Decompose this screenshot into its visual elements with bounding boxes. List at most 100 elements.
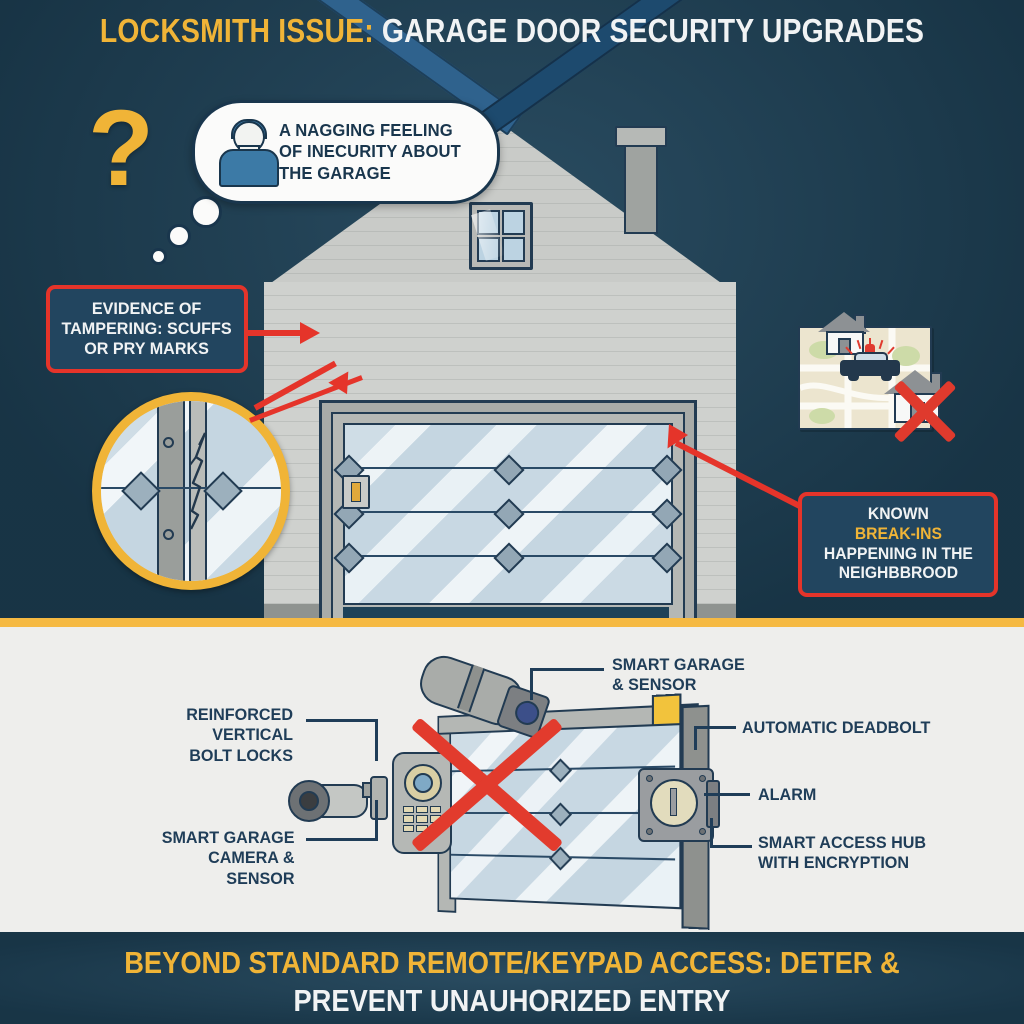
chimney [624,134,658,234]
label-line-1: ALARM [758,785,817,804]
footer-line-1: BEYOND STANDARD REMOTE/KEYPAD ACCESS: DE… [124,945,900,980]
label-automatic-deadbolt: AUTOMATIC DEADBOLT [742,718,930,738]
garage-door-base-shadow [343,607,669,621]
deadbolt-screw [646,828,653,835]
leader-elbow-sensor [530,668,533,700]
automatic-deadbolt-lock [638,768,720,842]
thought-bubble-dot [190,196,222,228]
label-line-2: CAMERA & SENSOR [208,848,295,888]
remote-key[interactable] [403,824,415,832]
callout-left-arrow-head [300,322,320,344]
house-illustration [247,0,753,626]
deadbolt-screw [699,775,706,782]
security-camera-icon [288,776,388,830]
garage-door-frame [319,400,697,624]
page-title-main: GARAGE DOOR SECURITY UPGRADES [381,12,925,49]
remote-key[interactable] [403,815,415,823]
speech-line-3: THE GARAGE [279,162,391,183]
label-line-1: SMART GARAGE [612,655,745,674]
door-sensor-tag [651,693,682,727]
label-line-1: SMART GARAGE [161,828,295,847]
siren-ray [869,338,871,347]
door-hardware-diamond [493,498,525,530]
magnifier-bolt-hole [163,437,174,448]
callout-right-text: KNOWN BREAK-INS HAPPENING IN THE NEIGHBB… [824,505,973,584]
remote-key[interactable] [416,815,428,823]
callout-left-line-1: EVIDENCE OF [92,298,202,318]
attic-window [469,202,533,270]
remote-key[interactable] [416,806,428,814]
door-hardware-diamond [493,454,525,486]
footer-background [0,932,1024,1024]
window-pane [477,237,500,262]
deadbolt-side-module [706,780,720,828]
person-avatar-icon [219,119,279,187]
thought-bubble-dot [167,224,191,248]
leader-line-camera [306,838,378,841]
red-x-overlay-door [392,690,582,880]
magnifier-door-rail [157,401,185,581]
speech-bubble-text: A NAGGING FEELING OF INECURITY ABOUT THE… [279,120,461,184]
gold-section-divider [0,618,1024,627]
leader-elbow-camera [375,800,378,841]
callout-left-text: EVIDENCE OF TAMPERING: SCUFFS OR PRY MAR… [62,299,232,359]
remote-key[interactable] [403,806,415,814]
camera-lens [288,780,330,822]
garage-door-panels [333,423,683,605]
red-x-overlay-map [886,372,964,450]
camera-wall-plate [370,776,388,820]
remote-key[interactable] [429,806,441,814]
window-pane [502,210,525,235]
page-title-accent: LOCKSMITH ISSUE: [99,12,374,49]
callout-right-line-3: HAPPENING IN THE [823,544,973,563]
door-hardware-diamond [493,542,525,574]
callout-evidence-of-tampering: EVIDENCE OF TAMPERING: SCUFFS OR PRY MAR… [46,285,248,373]
speech-bubble: A NAGGING FEELING OF INECURITY ABOUT THE… [192,100,500,204]
police-car-wheel [848,372,859,381]
callout-left-line-2: TAMPERING: SCUFFS [61,318,233,338]
callout-right-line-4: NEIGHBBROOD [838,564,958,583]
window-pane [502,237,525,262]
page-title: LOCKSMITH ISSUE: GARAGE DOOR SECURITY UP… [72,12,953,49]
chimney-cap [615,126,667,147]
leader-elbow-bolt-locks [375,719,378,761]
footer-caption: BEYOND STANDARD REMOTE/KEYPAD ACCESS: DE… [61,944,962,1020]
magnifier-seam-line [101,487,281,489]
magnifier-detail-view [92,392,290,590]
siren-light [865,344,875,353]
window-pane [477,210,500,235]
label-smart-garage-sensor: SMART GARAGE & SENSOR [612,655,745,696]
map-house-icon [818,312,870,355]
label-smart-access-hub: SMART ACCESS HUB WITH ENCRYPTION [758,833,926,874]
deadbolt-screw [699,828,706,835]
siren-ray [887,346,895,355]
leader-line-deadbolt [694,726,736,729]
question-mark-icon: ? [88,87,154,208]
deadbolt-keyhole [670,788,677,816]
callout-left-line-3: OR PRY MARKS [84,339,210,359]
label-reinforced-vertical-bolt-locks: REINFORCED VERTICAL BOLT LOCKS [122,705,293,766]
leader-line-sensor [530,668,604,671]
label-line-1: REINFORCED VERTICAL [186,705,293,745]
map-house-roof [884,370,946,394]
label-alarm: ALARM [758,785,816,805]
leader-line-access-hub [710,845,752,848]
label-line-1: SMART ACCESS HUB [758,833,927,852]
police-car-icon [840,338,900,381]
remote-dial[interactable] [404,764,442,802]
label-line-1: AUTOMATIC DEADBOLT [742,718,931,737]
leader-elbow-deadbolt [694,726,697,750]
magnifier-bolt-hole [163,529,174,540]
speech-line-1: A NAGGING FEELING [279,120,453,141]
callout-right-line-2: BREAK-INS [854,524,942,543]
label-line-2: & SENSOR [612,675,697,695]
garage-keypad-lock[interactable] [342,475,370,509]
neighborhood-map-icon [798,312,957,443]
deadbolt-screw [646,775,653,782]
footer-line-2: PREVENT UNAUHORIZED ENTRY [293,982,731,1018]
callout-left-arrow-line [240,330,302,336]
leader-line-alarm [704,793,750,796]
label-line-2: BOLT LOCKS [189,745,293,765]
pry-mark-crack-icon [189,432,207,530]
